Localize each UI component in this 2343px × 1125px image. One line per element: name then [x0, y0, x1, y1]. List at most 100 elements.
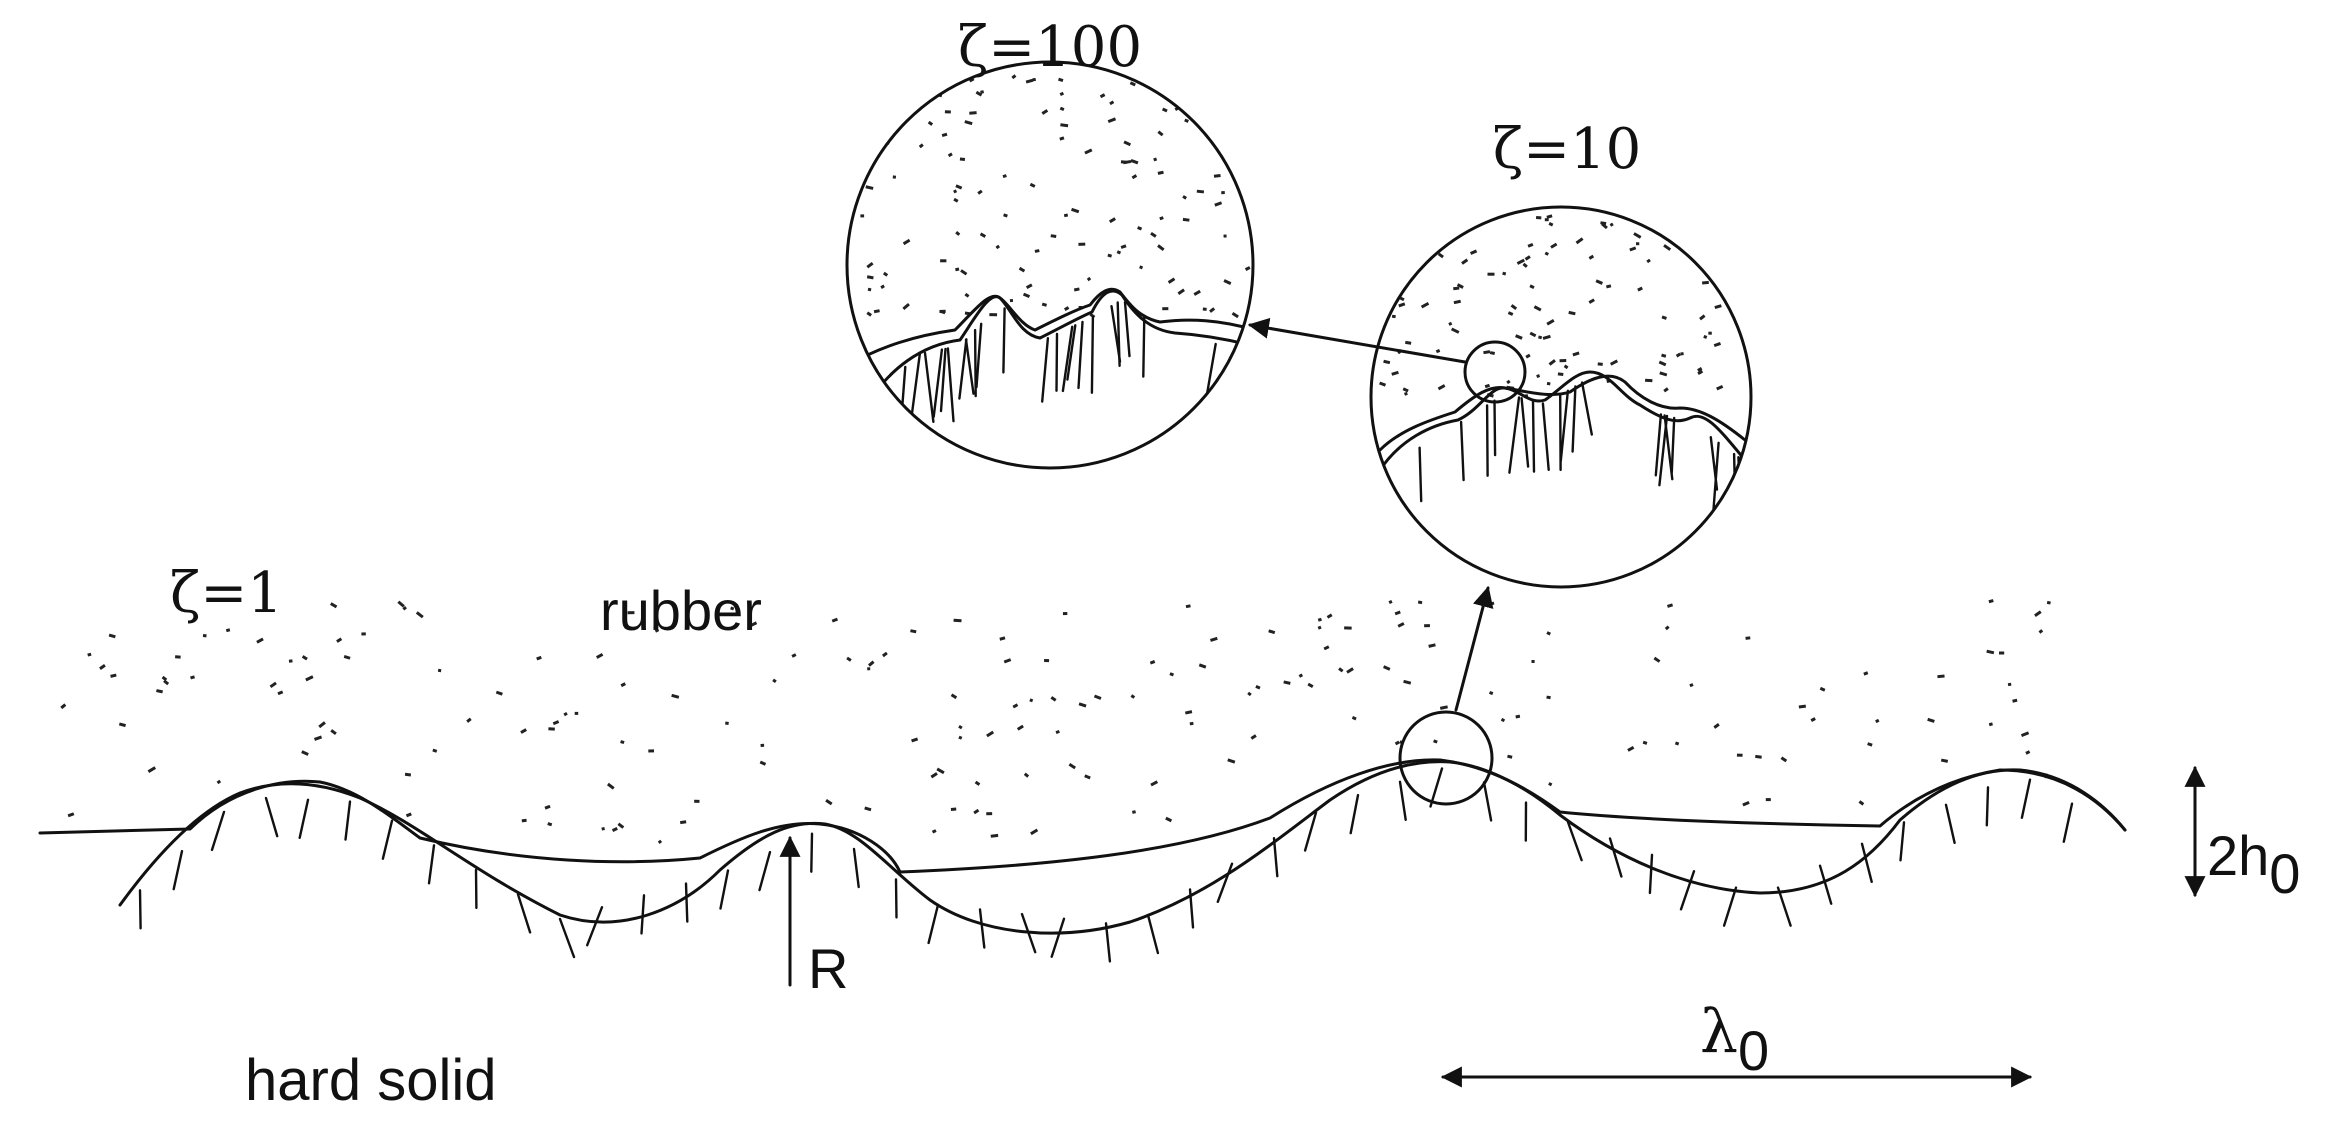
- zeta100-dot: [918, 143, 924, 149]
- rubber-dot: [725, 721, 729, 725]
- zeta10-dot: [1659, 371, 1668, 377]
- hatch-mark: [1188, 888, 1195, 929]
- rubber-dot: [405, 812, 412, 818]
- zeta10-hatch-mark: [1531, 399, 1536, 473]
- rubber-dot: [931, 829, 937, 834]
- zeta100-dot: [1214, 90, 1220, 95]
- zeta100-dot: [1193, 289, 1201, 296]
- rubber-dot: [1819, 686, 1826, 692]
- zeta100-dot: [980, 90, 984, 94]
- hatch-mark: [558, 917, 576, 959]
- zeta100-hatch-mark: [1123, 301, 1131, 358]
- rubber-dot: [521, 818, 527, 823]
- zeta10-dot: [1529, 331, 1537, 338]
- rubber-dot: [936, 767, 945, 775]
- rubber-dot: [329, 602, 338, 609]
- rubber-dot: [1642, 740, 1648, 745]
- rubber-dot: [750, 621, 758, 627]
- zeta100-dot: [944, 110, 951, 114]
- rubber-dot: [402, 606, 407, 611]
- zeta10-dot: [1535, 216, 1542, 220]
- zeta10-dot: [1487, 272, 1495, 276]
- zeta10-hatch-mark: [1493, 399, 1497, 457]
- rubber-dot: [1986, 649, 1995, 655]
- zeta100-dot: [1059, 91, 1065, 97]
- rubber-dot: [548, 727, 555, 731]
- zeta100-dot: [1209, 307, 1216, 313]
- rubber-dot: [2007, 682, 2012, 687]
- zeta100-dot: [1109, 217, 1116, 224]
- zeta10-dot: [1702, 280, 1709, 285]
- rubber-dot: [958, 735, 963, 740]
- rubber-dot: [611, 827, 618, 832]
- rubber-dot: [1403, 679, 1412, 685]
- zeta10-dot: [1522, 262, 1528, 268]
- rubber-dot: [1003, 658, 1012, 664]
- rubber-dot: [973, 808, 980, 815]
- hatch-mark: [427, 844, 436, 885]
- hatch-mark: [1303, 811, 1318, 852]
- label-wavelength-sub: 0: [1738, 1019, 1769, 1082]
- rubber-dot: [314, 735, 323, 741]
- zeta100-dot: [1002, 174, 1007, 179]
- rubber-dot: [1810, 717, 1816, 722]
- hatch-mark: [516, 893, 532, 934]
- zeta100-hatch-mark: [939, 347, 947, 413]
- rubber-dot: [1500, 717, 1506, 723]
- zeta10-dot: [1633, 232, 1642, 239]
- rubber-dot: [1858, 800, 1865, 806]
- zeta10-dot: [1703, 335, 1708, 339]
- zeta100-dot: [873, 309, 880, 314]
- rubber-dot: [1755, 754, 1762, 759]
- zeta100-dot: [1157, 130, 1164, 137]
- rubber-dot: [87, 652, 92, 657]
- zeta10-dot: [1456, 283, 1464, 289]
- zeta10-dot: [1437, 252, 1444, 259]
- zeta100-rubber-line: [847, 287, 1253, 372]
- zeta10-dot: [1588, 298, 1595, 304]
- zeta100-hatch-mark: [1204, 342, 1217, 400]
- zeta100-dot: [969, 111, 977, 115]
- hatch-mark: [1146, 913, 1160, 955]
- rubber-dot: [1988, 599, 1994, 604]
- rubber-dot: [1667, 603, 1674, 608]
- zeta10-hatch-mark: [1670, 416, 1676, 474]
- zeta100-dot: [902, 238, 911, 246]
- zeta10-dot: [1379, 244, 1384, 249]
- rubber-dot: [1247, 691, 1252, 697]
- hatch-mark: [719, 869, 730, 910]
- rubber-dot: [950, 807, 957, 811]
- zeta10-dot: [1538, 335, 1543, 340]
- zeta100-dot: [860, 214, 865, 218]
- zeta100-dot: [1159, 216, 1164, 221]
- zeta100-rubber-dots: [860, 74, 1251, 319]
- zeta10-dot: [1588, 254, 1595, 260]
- zeta100-dot: [1071, 207, 1080, 214]
- zeta10-dot: [1403, 391, 1408, 396]
- zeta100-dot: [867, 287, 872, 292]
- rubber-dot: [1546, 695, 1551, 700]
- zeta100-hatch-mark: [1055, 332, 1059, 392]
- rubber-dot: [759, 760, 767, 766]
- zeta10-dot: [1548, 222, 1554, 227]
- rubber-dot: [1736, 753, 1743, 757]
- rubber-dot: [404, 772, 412, 777]
- zeta100-dot: [1116, 250, 1122, 255]
- rubber-dot: [1227, 758, 1236, 764]
- hatch-mark: [1398, 780, 1407, 821]
- zeta10-dot: [1713, 342, 1722, 348]
- zeta10-dot: [1734, 285, 1739, 290]
- zeta100-dot: [1059, 106, 1065, 111]
- rubber-dot: [1999, 651, 2005, 655]
- rubber-dot: [1317, 625, 1322, 630]
- zeta100-dot: [880, 284, 885, 289]
- zeta100-dot: [960, 269, 968, 276]
- zeta10-dot: [1609, 222, 1614, 227]
- zeta10-dot: [1663, 244, 1672, 251]
- zeta10-dot: [1557, 372, 1564, 377]
- zeta100-dot: [927, 120, 934, 126]
- rubber-dot: [1388, 599, 1393, 605]
- rubber-dot: [1765, 798, 1771, 802]
- hatch-mark: [138, 889, 142, 930]
- rubber-dot: [999, 636, 1006, 641]
